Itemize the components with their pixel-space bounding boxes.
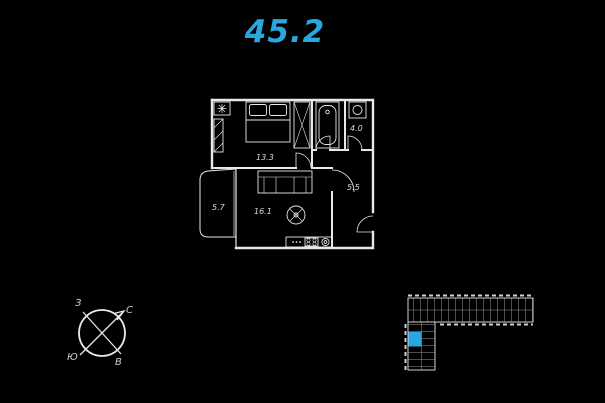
- walls: [210, 98, 375, 250]
- building-key-plan: [404, 294, 534, 371]
- room-label-balcony: 5.7: [212, 203, 226, 212]
- compass-west-label: З: [75, 298, 82, 309]
- room-label-hallway: 5.5: [347, 183, 360, 192]
- lamp-icon: [213, 101, 231, 116]
- table-icon: [286, 205, 306, 225]
- balcony-outline: [199, 168, 237, 248]
- room-label-living-kitchen: 16.1: [254, 207, 272, 216]
- furniture: [213, 101, 367, 248]
- wardrobe-icon: [293, 101, 311, 149]
- total-area-title: 45.2: [244, 14, 326, 50]
- floor-plan: 13.3 4.0 5.5 16.1 5.7: [199, 98, 375, 250]
- compass-east-label: В: [115, 357, 122, 368]
- bed-icon: [245, 101, 291, 143]
- compass-north-arrow-icon: [113, 309, 126, 321]
- kitchen-counter-icon: [285, 236, 333, 248]
- compass-rose: С З Ю В: [67, 298, 133, 368]
- compass-circle: [78, 309, 126, 357]
- compass-east-axis: [82, 311, 122, 355]
- key-plan-selected-unit[interactable]: [408, 332, 422, 347]
- doors: [295, 135, 374, 233]
- stove-icon: [304, 237, 319, 247]
- washer-icon: [348, 101, 367, 119]
- room-label-bedroom: 13.3: [256, 153, 274, 162]
- shaft-icon: [213, 118, 224, 153]
- bathtub-icon: [315, 101, 340, 149]
- room-label-bathroom: 4.0: [350, 124, 363, 133]
- compass-south-label: Ю: [67, 352, 78, 363]
- sofa-icon: [257, 170, 313, 194]
- compass-north-label: С: [126, 305, 133, 316]
- sink-icon: [321, 237, 330, 247]
